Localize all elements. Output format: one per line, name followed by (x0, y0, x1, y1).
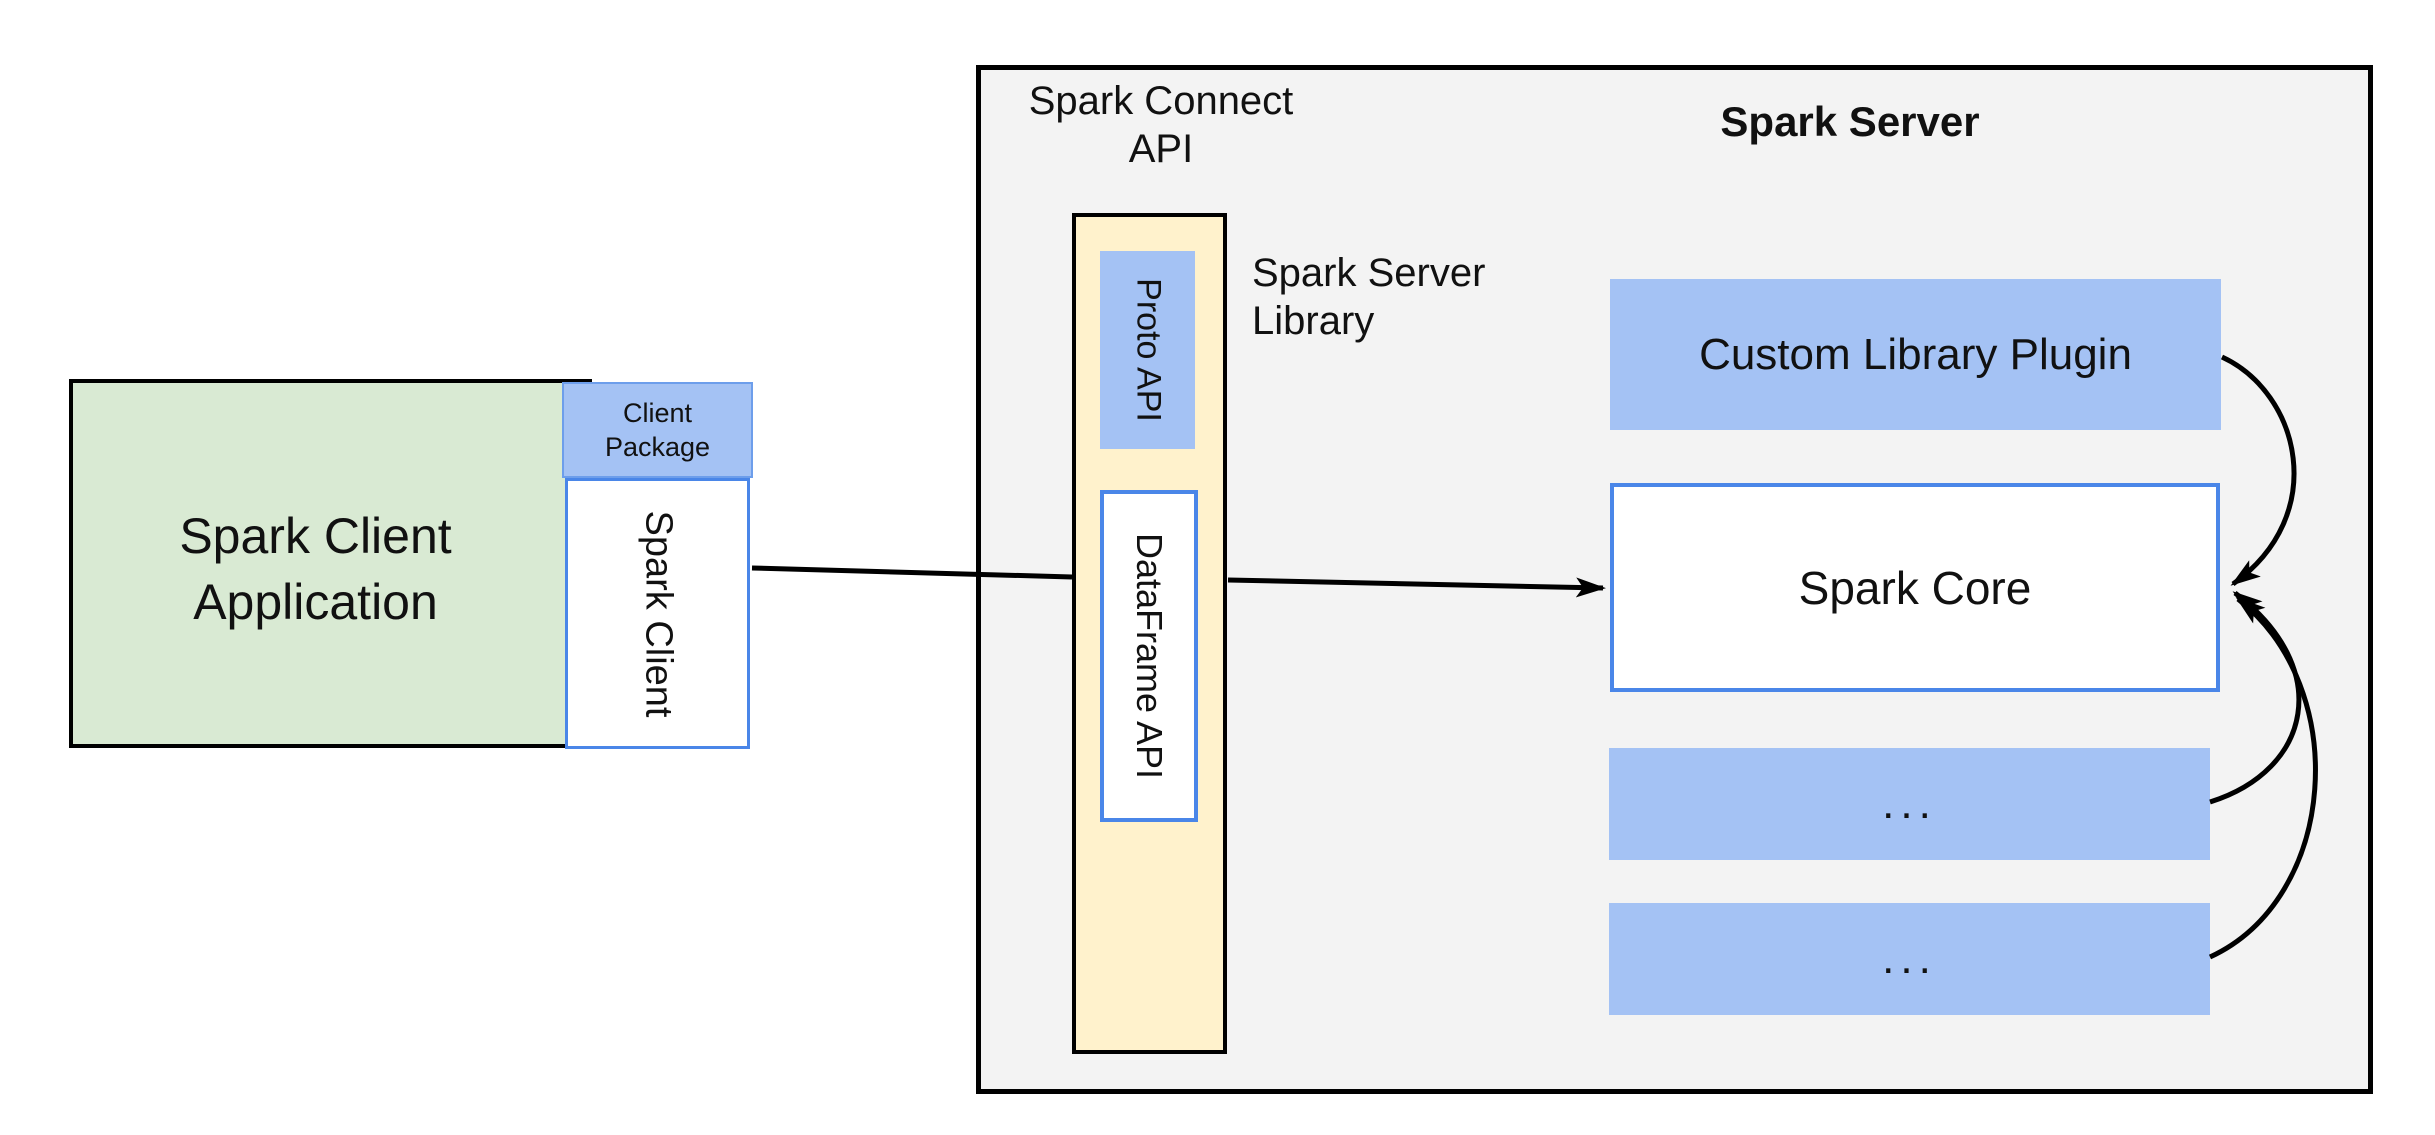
proto-api-box: Proto API (1100, 251, 1195, 449)
dataframe-api-box: DataFrame API (1100, 490, 1198, 822)
more-components-box-2: ... (1609, 903, 2210, 1015)
spark-client-label: Spark Client (637, 510, 679, 717)
custom-library-plugin-box: Custom Library Plugin (1610, 279, 2221, 430)
client-package-label: Client Package (604, 398, 711, 462)
dataframe-api-label: DataFrame API (1129, 532, 1170, 780)
more-components-box-1: ... (1609, 748, 2210, 860)
spark-server-title: Spark Server (1720, 98, 1980, 145)
spark-connect-api-title: Spark Connect API (1028, 79, 1294, 171)
client-package-box: Client Package (562, 382, 753, 478)
spark-client-application-label: Spark Client Application (179, 507, 452, 630)
proto-api-label: Proto API (1129, 278, 1167, 422)
spark-server-library-label: Spark Server Library (1252, 251, 1486, 343)
spark-core-box: Spark Core (1610, 483, 2220, 692)
spark-client-application-box (69, 379, 592, 748)
spark-client-box: Spark Client (565, 478, 750, 749)
